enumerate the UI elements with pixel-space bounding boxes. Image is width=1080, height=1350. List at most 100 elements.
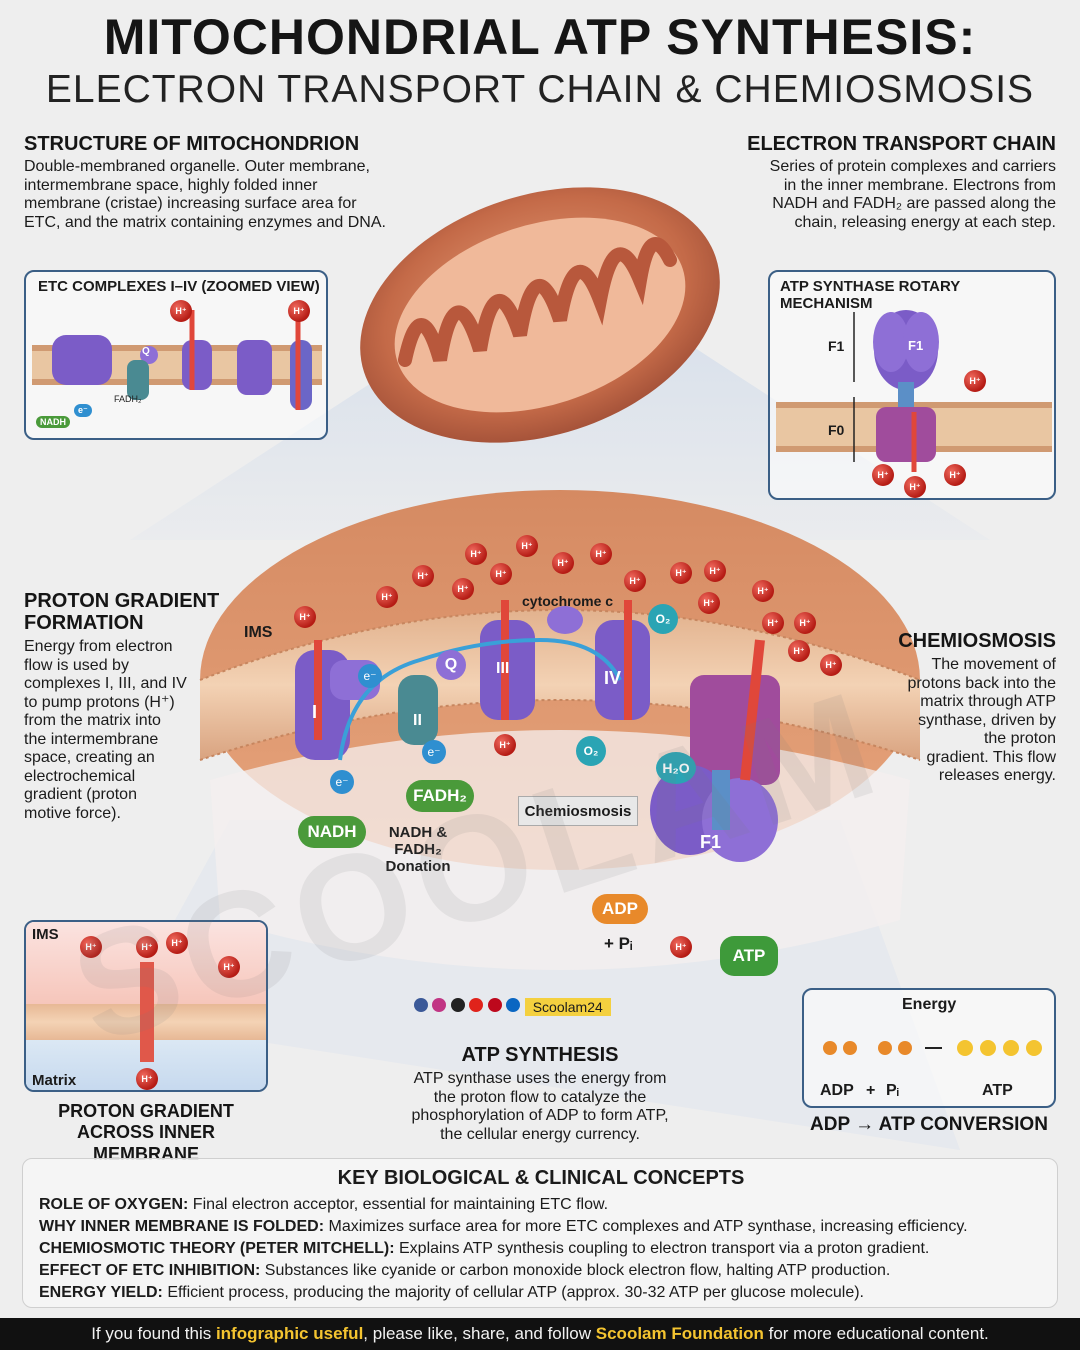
proton-gradient-line: to pump protons (H⁺): [24, 693, 175, 711]
atp-synthesis-text: ATP synthase uses the energy from the pr…: [380, 1070, 700, 1144]
proton-icon: H⁺: [964, 370, 986, 392]
proton-icon: H⁺: [166, 932, 188, 954]
footer-bar: If you found this infographic useful, pl…: [0, 1318, 1080, 1350]
proton-icon: H⁺: [136, 936, 158, 958]
etc-line: chain, releasing energy at each step.: [794, 213, 1057, 231]
conversion-caption: ADP → ATP CONVERSION: [810, 1114, 1048, 1135]
conversion-plus-label: +: [866, 1082, 876, 1099]
concept-row: WHY INNER MEMBRANE IS FOLDED: Maximizes …: [39, 1217, 968, 1237]
footer-highlight: infographic useful: [215, 1324, 364, 1343]
etc-zoom-box: ETC COMPLEXES I–IV (ZOOMED VIEW) H⁺ H⁺ Q…: [24, 270, 328, 440]
proton-icon: H⁺: [904, 476, 926, 498]
complex-1-label: I: [312, 702, 318, 722]
youtube-icon[interactable]: [469, 998, 484, 1012]
atp-synthase-box: ATP SYNTHASE ROTARY MECHANISM F1 F0 F1 H…: [768, 270, 1056, 500]
etc-line: NADH and FADH₂ are passed along the: [772, 195, 1056, 212]
footer-brand-link[interactable]: Scoolam Foundation: [595, 1324, 764, 1343]
footer-text: for more educational content.: [763, 1324, 989, 1343]
energy-label: Energy: [902, 996, 957, 1013]
concept-row: ENERGY YIELD: Efficient process, produci…: [39, 1283, 864, 1303]
proton-gradient-text: Energy from electron flow is used by com…: [24, 638, 234, 823]
proton-icon: H⁺: [552, 552, 574, 574]
proton-gradient-line: space, creating an: [24, 749, 155, 766]
gradient-matrix-label: Matrix: [32, 1072, 77, 1089]
proton-gradient-title-2: FORMATION: [24, 612, 144, 634]
proton-gradient-line: Energy from electron: [24, 638, 173, 655]
water-icon: H₂O: [656, 752, 696, 784]
concept-text: Substances like cyanide or carbon monoxi…: [260, 1262, 891, 1279]
atp-synthesis-line: the cellular energy currency.: [440, 1125, 640, 1143]
fadh2-pill: FADH₂: [406, 780, 474, 812]
f0-label: F0: [828, 422, 845, 438]
oxygen-icon: O₂: [576, 736, 606, 766]
concept-label: ENERGY YIELD:: [39, 1284, 163, 1301]
gradient-arrow: [140, 962, 154, 1062]
social-handle[interactable]: Scoolam24: [524, 998, 611, 1016]
proton-icon: H⁺: [762, 612, 784, 634]
footer-text: If you found this: [91, 1324, 216, 1343]
structure-text: Double-membraned organelle. Outer membra…: [24, 158, 424, 232]
proton-icon: H⁺: [288, 300, 310, 322]
proton-gradient-title-1: PROTON GRADIENT: [24, 590, 220, 612]
etc-text: Series of protein complexes and carriers…: [716, 158, 1056, 232]
concept-label: WHY INNER MEMBRANE IS FOLDED:: [39, 1218, 325, 1235]
atp-synthesis-line: phosphorylation of ADP to form ATP,: [411, 1107, 669, 1124]
phosphate-graphic: [823, 1040, 1042, 1056]
facebook-icon[interactable]: [414, 998, 428, 1012]
x-icon[interactable]: [450, 998, 465, 1012]
proton-icon: H⁺: [452, 578, 474, 600]
concept-label: ROLE OF OXYGEN:: [39, 1196, 189, 1213]
atp-synthase-box-title: ATP SYNTHASE ROTARY MECHANISM: [780, 278, 961, 312]
proton-icon: H⁺: [294, 606, 316, 628]
proton-icon: H⁺: [704, 560, 726, 582]
etc-zoom-fadh2-label: FADH₂: [114, 394, 142, 404]
proton-icon: H⁺: [494, 734, 516, 756]
oxygen-icon: O₂: [648, 604, 678, 634]
proton-icon: H⁺: [698, 592, 720, 614]
donation-label: NADH & FADH₂ Donation: [378, 824, 458, 875]
etc-zoom-title: ETC COMPLEXES I–IV (ZOOMED VIEW): [38, 278, 320, 295]
proton-gradient-line: motive force).: [24, 804, 121, 822]
chemiosmosis-arrow-label: Chemiosmosis: [518, 796, 638, 826]
concept-text: Explains ATP synthesis coupling to elect…: [394, 1240, 930, 1257]
key-concepts-panel: KEY BIOLOGICAL & CLINICAL CONCEPTS ROLE …: [22, 1158, 1058, 1308]
proton-icon: H⁺: [670, 562, 692, 584]
proton-icon: H⁺: [752, 580, 774, 602]
page-title: MITOCHONDRIAL ATP SYNTHESIS:: [103, 9, 977, 65]
conversion-box: Energy ADP + Pᵢ ATP: [802, 988, 1056, 1108]
etc-title: ELECTRON TRANSPORT CHAIN: [747, 133, 1056, 155]
concept-row: EFFECT OF ETC INHIBITION: Substances lik…: [39, 1261, 890, 1281]
electron-icon: e⁻: [422, 740, 446, 764]
structure-line: intermembrane space, highly folded inner: [24, 176, 318, 194]
chemiosmosis-line: gradient. This flow: [926, 748, 1056, 766]
chemiosmosis-line: matrix through ATP: [920, 693, 1056, 710]
conversion-adp-label: ADP: [820, 1082, 854, 1099]
chemiosmosis-line: synthase, driven by: [918, 711, 1056, 729]
concept-label: CHEMIOSMOTIC THEORY (PETER MITCHELL):: [39, 1240, 395, 1257]
proton-gradient-line: complexes I, III, and IV: [24, 675, 187, 692]
structure-line: membrane (cristae) increasing surface ar…: [24, 195, 357, 212]
instagram-icon[interactable]: [432, 998, 447, 1012]
atp-synthesis-title: ATP SYNTHESIS: [461, 1044, 619, 1066]
footer-text: , please like, share, and follow: [363, 1324, 596, 1343]
proton-icon: H⁺: [465, 543, 487, 565]
chemiosmosis-text: The movement of protons back into the ma…: [856, 656, 1056, 786]
proton-gradient-line: the intermembrane: [24, 730, 159, 748]
linkedin-icon[interactable]: [506, 998, 521, 1012]
pinterest-icon[interactable]: [487, 998, 502, 1012]
ims-label: IMS: [244, 624, 273, 641]
donation-line: FADH₂: [394, 841, 442, 858]
mitochondrion-illustration: [360, 187, 720, 443]
concept-text: Efficient process, producing the majorit…: [162, 1284, 864, 1301]
proton-gradient-line: electrochemical: [24, 767, 136, 785]
proton-icon: H⁺: [590, 543, 612, 565]
atp-synthase-box-graphic: [776, 310, 1052, 472]
complex-II-shape: [398, 675, 438, 745]
proton-gradient-box: IMS Matrix H⁺ H⁺ H⁺ H⁺ H⁺: [24, 920, 268, 1092]
etc-line: Series of protein complexes and carriers: [769, 158, 1056, 175]
proton-icon: H⁺: [670, 936, 692, 958]
adp-pill: ADP: [592, 894, 648, 924]
key-concepts-title: KEY BIOLOGICAL & CLINICAL CONCEPTS: [337, 1167, 745, 1189]
proton-icon: H⁺: [170, 300, 192, 322]
electron-icon: e⁻: [358, 664, 382, 688]
